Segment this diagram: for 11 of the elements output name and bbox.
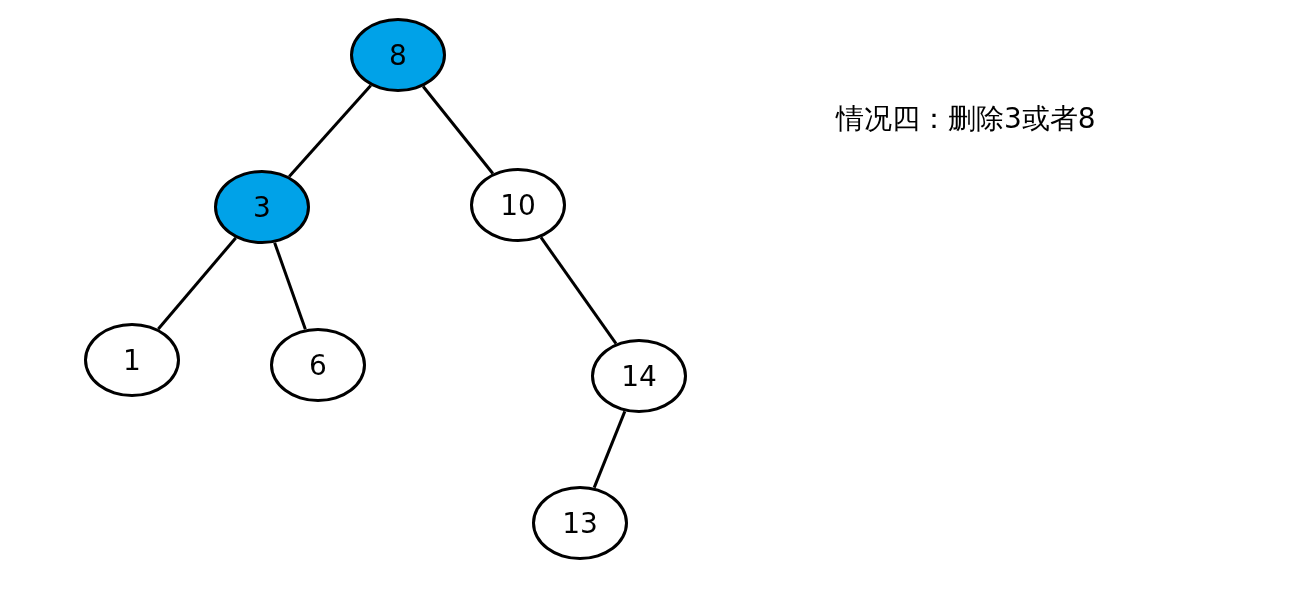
edge-line [288,84,372,178]
heading-text: 情况四：删除3或者8 [836,101,1096,137]
tree-node: 1 [84,323,180,397]
tree-node: 3 [214,170,310,244]
edge-line [273,242,307,330]
tree-node: 13 [532,486,628,560]
tree-node: 8 [350,18,446,92]
tree-node: 14 [591,339,687,413]
edge-line [157,237,237,330]
tree-node: 6 [270,328,366,402]
tree-node: 10 [470,168,566,242]
